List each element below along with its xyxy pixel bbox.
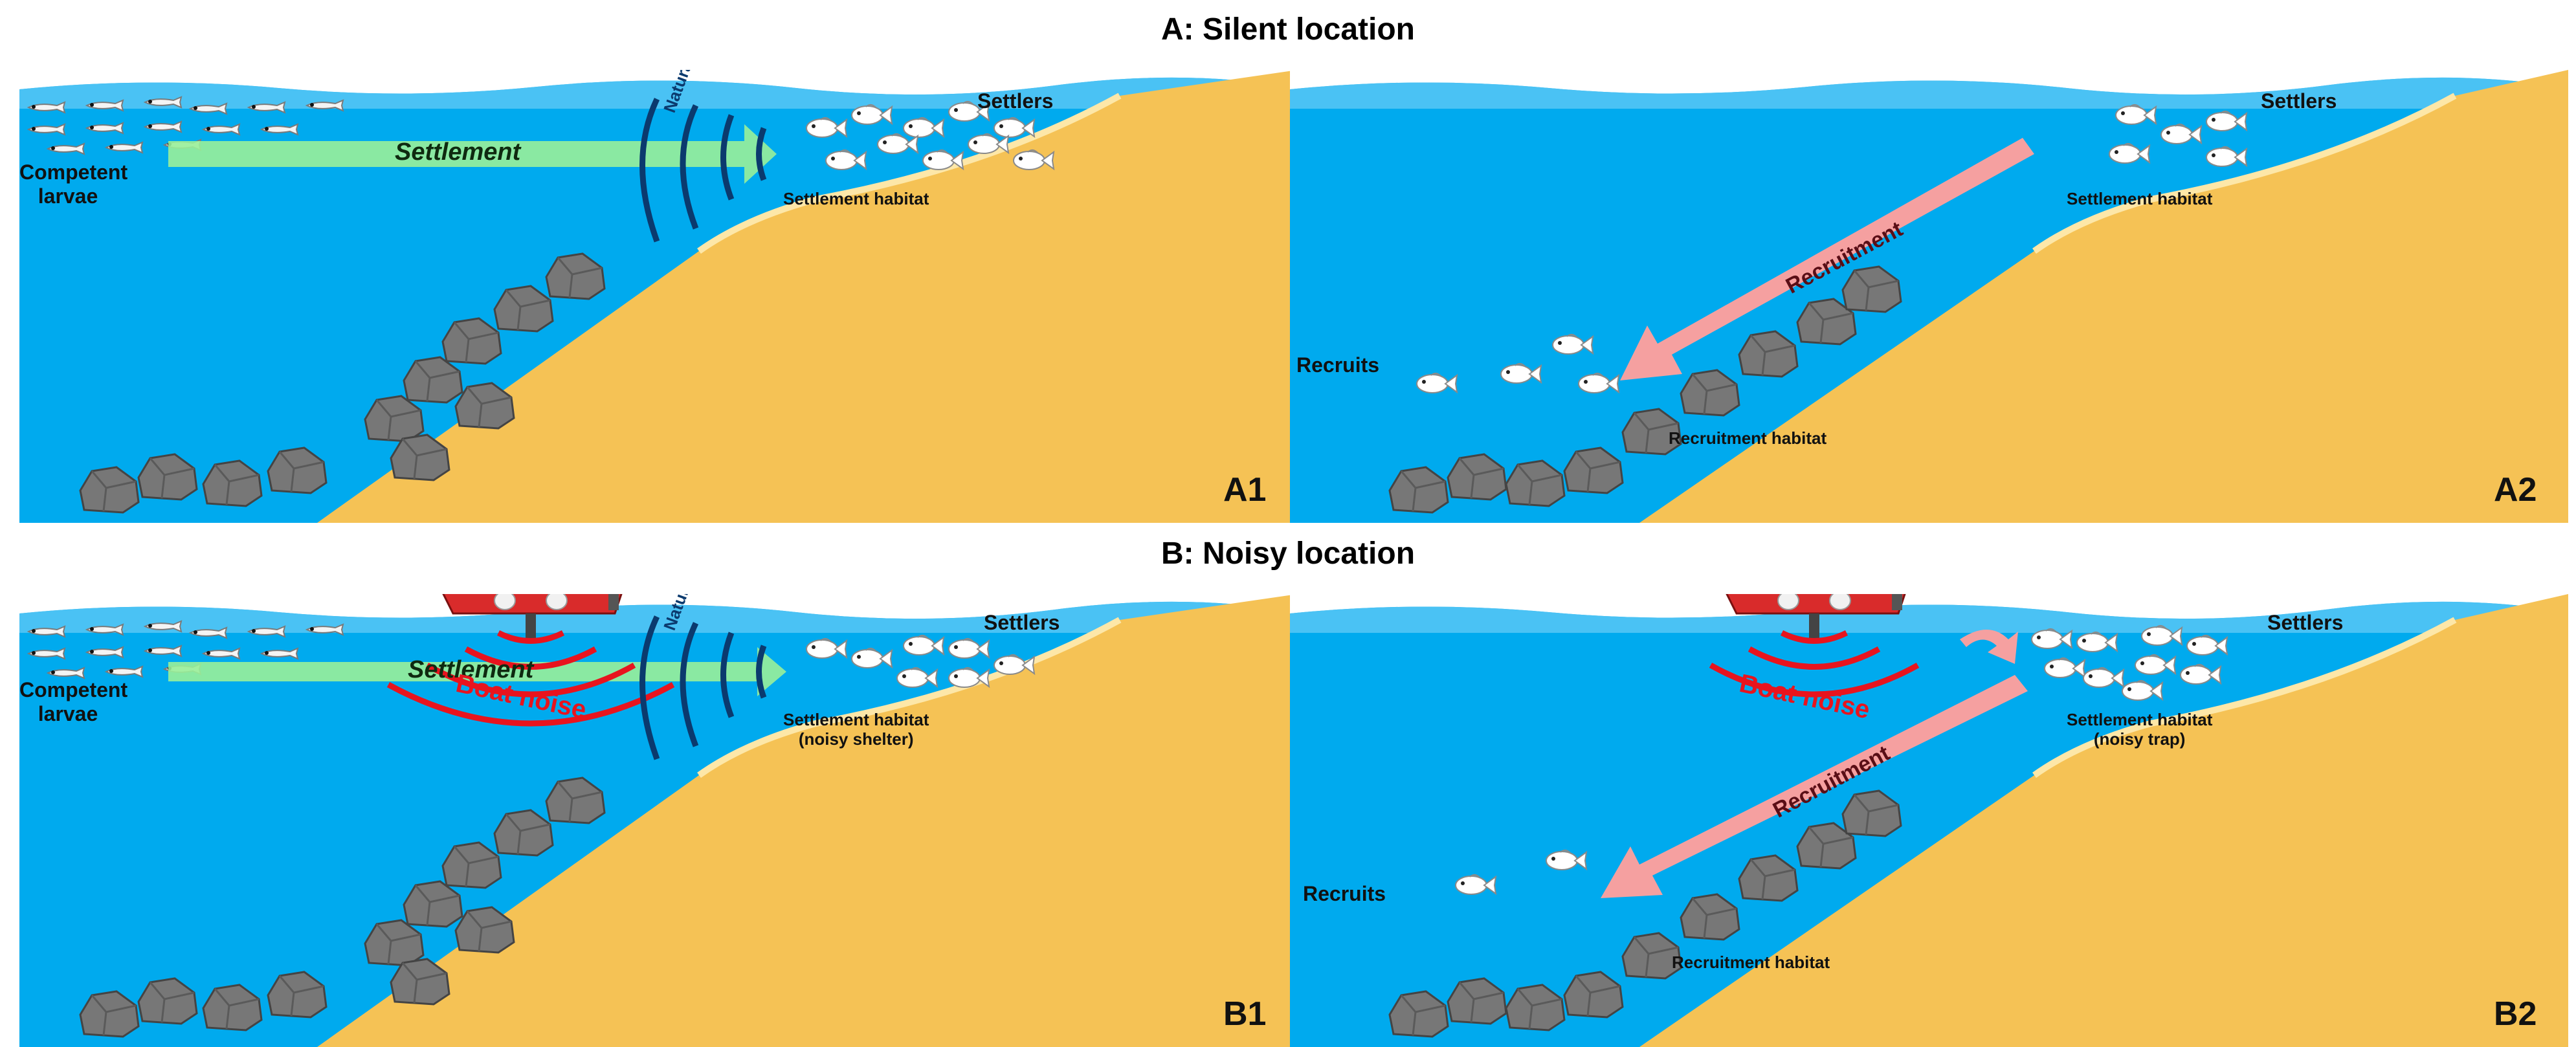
section-title-silent: A: Silent location: [1160, 12, 1415, 47]
panel-b1-scene: [19, 594, 1298, 1047]
recruitment-arrow: [1601, 675, 2028, 898]
panel-b1: Competent larvae Settlement Boat noise N…: [19, 594, 1298, 1047]
larvae-label: Competent larvae: [19, 678, 128, 725]
recruits-label: Recruits: [1296, 353, 1380, 377]
recruitment-habitat-label: Recruitment habitat: [1672, 953, 1830, 972]
settlement-habitat-note: (noisy trap): [2093, 729, 2186, 749]
settlement-label: Settlement: [408, 656, 534, 683]
settlement-habitat-note: (noisy shelter): [798, 729, 914, 749]
settlers-label: Settlers: [2267, 611, 2344, 634]
settlement-habitat-label: Settlement habitat: [783, 189, 929, 208]
settlement-habitat-label: Settlement habitat: [2067, 189, 2213, 208]
panel-a2-scene: [1290, 70, 2568, 523]
natural-sounds-waves: [639, 615, 767, 760]
settlement-arrow: [168, 124, 777, 184]
recruits-label: Recruits: [1303, 882, 1386, 905]
boat-noise-waves: [1709, 630, 1920, 698]
settlers-label: Settlers: [977, 89, 1054, 113]
settlers-label: Settlers: [2261, 89, 2337, 113]
sand-slope: [1639, 70, 2568, 523]
panel-id-b1: B1: [1223, 995, 1267, 1033]
boat-noise-waves: [386, 630, 675, 727]
settlement-habitat-name: Settlement habitat: [2067, 710, 2213, 729]
settlers-label: Settlers: [984, 611, 1060, 634]
sand-slope: [317, 70, 1298, 523]
panel-b2-scene: [1290, 594, 2568, 1047]
panel-a2: Settlers Settlement habitat Recruitment …: [1290, 70, 2568, 523]
recruitment-habitat-label: Recruitment habitat: [1669, 428, 1827, 448]
panel-id-a2: A2: [2494, 471, 2537, 509]
panel-a1: Competent larvae Settlement Natural soun…: [19, 70, 1298, 523]
larvae-label: Competent larvae: [19, 160, 128, 208]
return-arrow: [1960, 630, 2018, 664]
settlement-habitat-label: Settlement habitat (noisy trap): [2067, 710, 2213, 749]
section-title-noisy: B: Noisy location: [1160, 536, 1416, 571]
settlement-habitat-label: Settlement habitat (noisy shelter): [783, 710, 929, 749]
panel-id-b2: B2: [2494, 995, 2537, 1033]
settlement-label: Settlement: [395, 138, 521, 166]
natural-sounds-waves: [639, 98, 767, 243]
water-surface: [19, 77, 1298, 109]
panel-b2: Settlers Boat noise Settlement habitat (…: [1290, 594, 2568, 1047]
recruitment-arrow: [1620, 138, 2034, 380]
settlement-habitat-name: Settlement habitat: [783, 710, 929, 729]
panel-id-a1: A1: [1223, 471, 1267, 509]
settlement-arrow: [168, 647, 786, 696]
panel-a1-scene: [19, 70, 1298, 523]
